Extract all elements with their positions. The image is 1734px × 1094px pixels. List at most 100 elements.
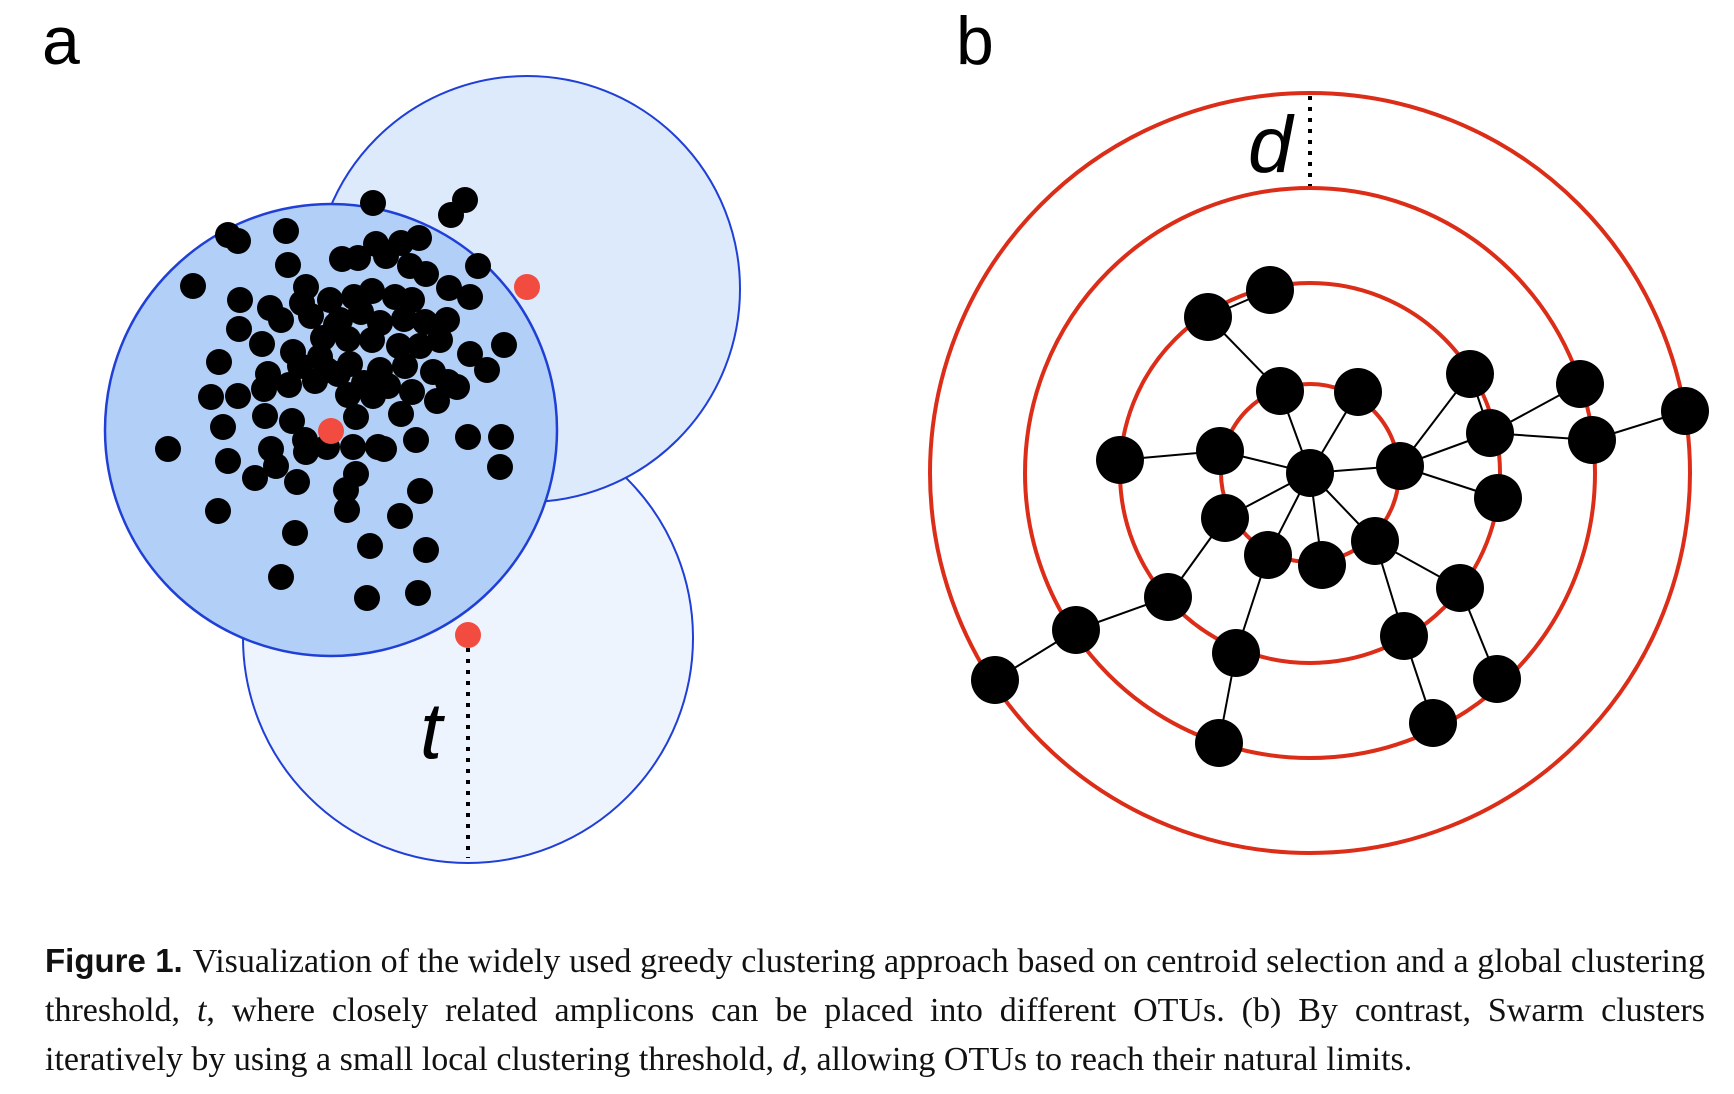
amplicon-dot (345, 245, 371, 271)
amplicon-dot (155, 436, 181, 462)
amplicon-dot (325, 361, 351, 387)
amplicon-dot (198, 384, 224, 410)
swarm-node (1212, 629, 1260, 677)
figure-caption: Figure 1.Visualization of the widely use… (45, 936, 1705, 1084)
amplicon-dot (403, 427, 429, 453)
panel-a: t (103, 75, 741, 864)
caption-var-t: t (196, 992, 207, 1029)
amplicon-dot (359, 327, 385, 353)
amplicon-dot (359, 278, 385, 304)
amplicon-dot (215, 448, 241, 474)
swarm-node (1096, 436, 1144, 484)
amplicon-dot (488, 424, 514, 450)
amplicon-dot (225, 228, 251, 254)
amplicon-dot (491, 332, 517, 358)
amplicon-dot (340, 434, 366, 460)
swarm-node (1473, 655, 1521, 703)
swarm-node (1334, 368, 1382, 416)
amplicon-dot (227, 287, 253, 313)
amplicon-dot (279, 408, 305, 434)
amplicon-dot (302, 368, 328, 394)
amplicon-dot (386, 333, 412, 359)
swarm-node (1376, 442, 1424, 490)
swarm-node (1409, 699, 1457, 747)
swarm-node (1474, 474, 1522, 522)
amplicon-dot (205, 498, 231, 524)
amplicon-dot (343, 404, 369, 430)
amplicon-dot (373, 243, 399, 269)
amplicon-dot (387, 503, 413, 529)
amplicon-dot (371, 436, 397, 462)
amplicon-dot (268, 307, 294, 333)
caption-var-d: d (782, 1041, 800, 1078)
caption-text-2: , where closely related amplicons can be… (45, 992, 1705, 1078)
swarm-edges (994, 289, 1686, 744)
swarm-node (1466, 409, 1514, 457)
figure-1: a b t d (42, 3, 1709, 864)
swarm-node (1244, 531, 1292, 579)
amplicon-dot (438, 202, 464, 228)
panel-b-label: b (956, 3, 994, 79)
amplicon-dot (360, 383, 386, 409)
centroid-main (318, 418, 344, 444)
amplicon-dot (242, 465, 268, 491)
amplicon-dot (317, 287, 343, 313)
swarm-node (1556, 360, 1604, 408)
amplicon-dot (457, 341, 483, 367)
amplicon-dot (226, 316, 252, 342)
caption-text-3: , allowing OTUs to reach their natural l… (799, 1041, 1413, 1078)
swarm-node (1246, 266, 1294, 314)
amplicon-dot (434, 307, 460, 333)
swarm-node (1380, 612, 1428, 660)
swarm-node (1196, 427, 1244, 475)
swarm-node (1661, 387, 1709, 435)
amplicon-dot (284, 469, 310, 495)
amplicon-dot (273, 218, 299, 244)
threshold-t-label: t (420, 686, 445, 775)
amplicon-dot (276, 372, 302, 398)
amplicon-dot (444, 374, 470, 400)
amplicon-dot (407, 478, 433, 504)
amplicon-dot (357, 533, 383, 559)
amplicon-dot (180, 273, 206, 299)
amplicon-dot (424, 388, 450, 414)
caption-text-1: Visualization of the widely used greedy … (45, 943, 1706, 1029)
amplicon-dot (354, 585, 380, 611)
amplicon-dot (251, 376, 277, 402)
swarm-nodes (971, 266, 1709, 767)
amplicon-dot (391, 306, 417, 332)
amplicon-dot (307, 344, 333, 370)
swarm-node (1195, 719, 1243, 767)
amplicon-dot (388, 401, 414, 427)
amplicon-dot (405, 580, 431, 606)
swarm-node (1446, 350, 1494, 398)
amplicon-dot (413, 261, 439, 287)
amplicon-dot (348, 299, 374, 325)
amplicon-dots-a (155, 187, 517, 611)
panel-b: d (928, 91, 1709, 855)
swarm-node (1568, 416, 1616, 464)
panel-a-label: a (42, 3, 80, 79)
amplicon-dot (436, 275, 462, 301)
distance-d-label: d (1248, 100, 1295, 189)
amplicon-dot (412, 309, 438, 335)
amplicon-dot (360, 190, 386, 216)
swarm-node (1298, 541, 1346, 589)
amplicon-dot (210, 414, 236, 440)
amplicon-dot (206, 349, 232, 375)
amplicon-dot (249, 331, 275, 357)
swarm-node (1351, 517, 1399, 565)
ring-3 (1023, 186, 1597, 760)
amplicon-dot (407, 333, 433, 359)
swarm-node (1052, 606, 1100, 654)
amplicon-dot (275, 252, 301, 278)
caption-label: Figure 1. (45, 942, 183, 979)
centroids (318, 274, 540, 648)
swarm-node (1436, 564, 1484, 612)
swarm-node (1144, 573, 1192, 621)
swarm-node (1201, 494, 1249, 542)
amplicon-dot (406, 225, 432, 251)
amplicon-dot (323, 312, 349, 338)
amplicon-dot (474, 357, 500, 383)
amplicon-dot (427, 327, 453, 353)
